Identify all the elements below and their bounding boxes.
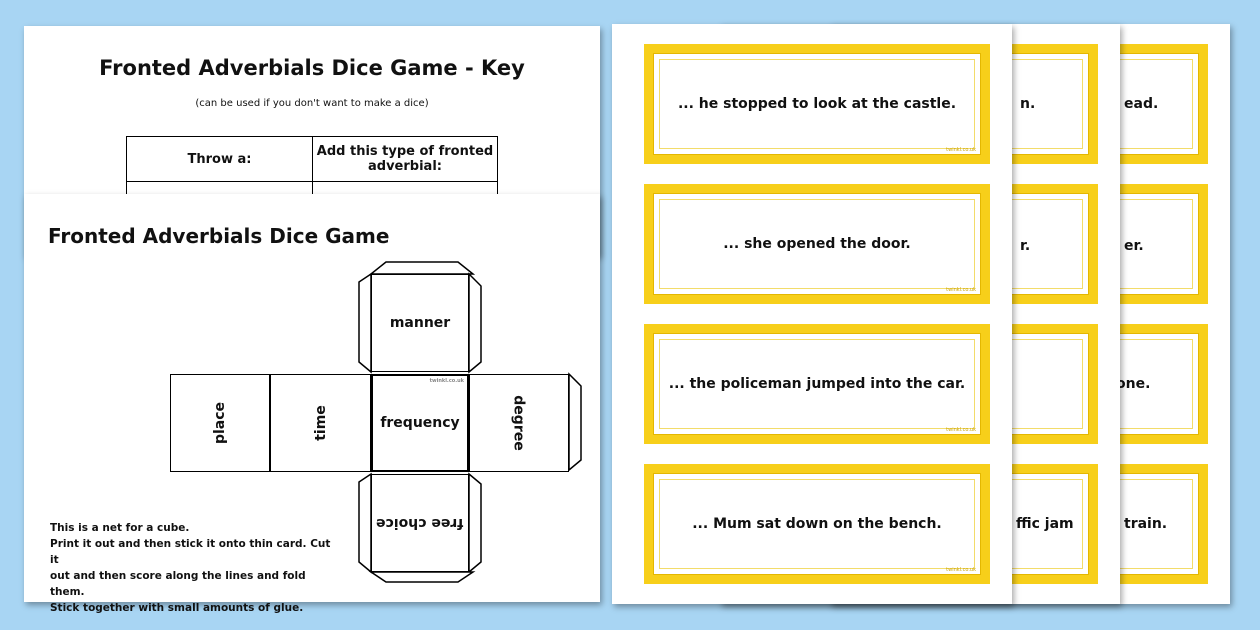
dice-face-right: degree [469, 374, 569, 472]
face-label-place: place [212, 401, 228, 445]
face-label-frequency: frequency [380, 415, 460, 431]
dice-face-bottom: free choice [371, 474, 469, 572]
card-credit: twinkl.co.uk [946, 287, 976, 293]
instruction-line: Print it out and then stick it onto thin… [50, 538, 331, 566]
card-back-text-2: er. [1124, 238, 1144, 254]
card-middle-text-1: n. [1020, 96, 1036, 112]
dice-face-center: frequency twinkl.co.uk [371, 374, 469, 472]
instruction-line: Stick together with small amounts of glu… [50, 602, 304, 614]
key-header-throw: Throw a: [126, 136, 313, 182]
dice-instructions: This is a net for a cube. Print it out a… [50, 520, 340, 616]
dice-net-tabs [358, 261, 582, 583]
face-label-time: time [312, 405, 329, 441]
card-sheet-front: ... he stopped to look at the castle. tw… [612, 24, 1012, 604]
card-front-2: ... she opened the door. twinkl.co.uk [644, 184, 990, 304]
card-text: ... he stopped to look at the castle. [677, 96, 957, 112]
dice-credit: twinkl.co.uk [429, 378, 464, 384]
dice-face-place: place [170, 374, 270, 472]
dice-face-top: manner [371, 274, 469, 372]
card-text: ... Mum sat down on the bench. [692, 516, 942, 532]
dice-sheet: Fronted Adverbials Dice Game manner plac… [24, 194, 600, 614]
card-credit: twinkl.co.uk [946, 427, 976, 433]
card-credit: twinkl.co.uk [946, 147, 976, 153]
card-middle-text-4: ffic jam [1016, 516, 1074, 532]
key-subtitle: (can be used if you don't want to make a… [195, 98, 429, 109]
card-front-3: ... the policeman jumped into the car. t… [644, 324, 990, 444]
card-middle-text-2: r. [1020, 238, 1031, 254]
dice-title: Fronted Adverbials Dice Game [48, 224, 390, 248]
key-header-type: Add this type of fronted adverbial: [312, 136, 498, 182]
instruction-line: This is a net for a cube. [50, 522, 190, 534]
instruction-line: out and then score along the lines and f… [50, 570, 306, 598]
face-label-free-choice: free choice [376, 515, 464, 531]
card-credit: twinkl.co.uk [946, 567, 976, 573]
dice-face-time: time [270, 374, 371, 472]
card-text: ... the policeman jumped into the car. [668, 376, 966, 392]
card-text: ... she opened the door. [723, 236, 911, 252]
card-front-4: ... Mum sat down on the bench. twinkl.co… [644, 464, 990, 584]
card-front-1: ... he stopped to look at the castle. tw… [644, 44, 990, 164]
face-label-degree: degree [511, 395, 527, 451]
face-label-manner: manner [389, 315, 451, 331]
card-back-text-4: train. [1124, 516, 1168, 532]
card-back-text-1: ead. [1124, 96, 1159, 112]
key-title: Fronted Adverbials Dice Game - Key [99, 56, 525, 80]
